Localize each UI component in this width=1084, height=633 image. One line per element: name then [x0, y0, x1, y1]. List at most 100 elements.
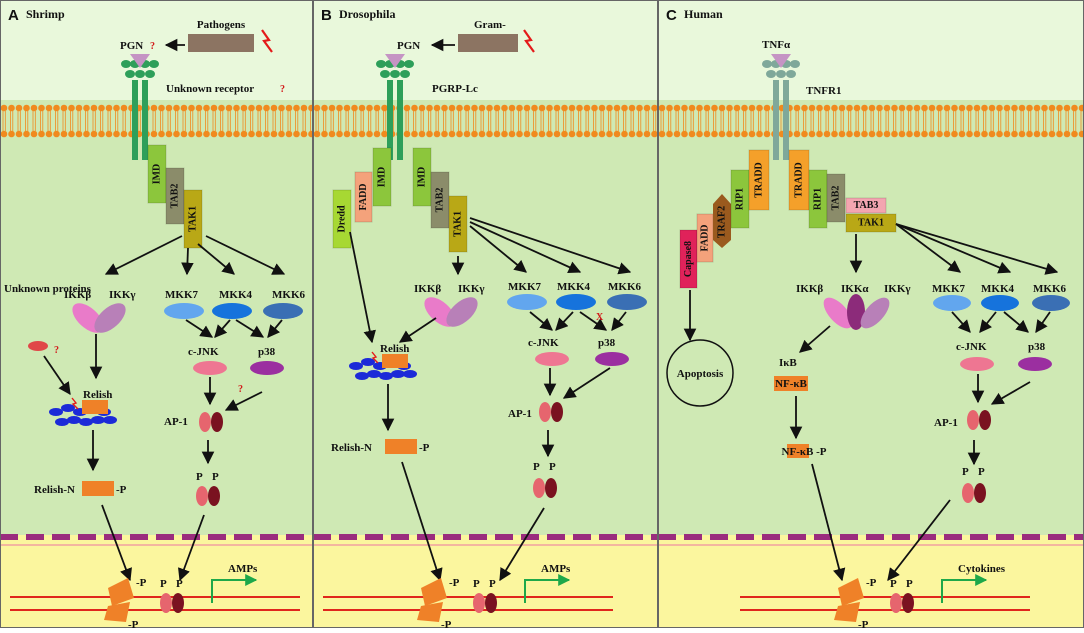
- tf-phospho-bottom: -P: [441, 619, 452, 628]
- lipid-head: [1011, 104, 1018, 112]
- ikkg-shape-b: [446, 297, 478, 327]
- lipid-head: [321, 130, 328, 138]
- lipid-head: [68, 104, 75, 112]
- lipid-head: [756, 104, 763, 112]
- mkk7c-to-jnk-arrow: [951, 311, 971, 333]
- lipid-head: [906, 130, 913, 138]
- tak1-to-mkk7-arrow: [181, 247, 194, 276]
- unknown-receptor-ecd2-1: [135, 70, 145, 78]
- lipid-head: [188, 130, 195, 138]
- apoptosis-label: Apoptosis: [677, 368, 724, 380]
- lipid-head: [598, 130, 606, 138]
- lipid-head: [463, 104, 471, 112]
- output-label: Cytokines: [958, 563, 1006, 575]
- lipid-head: [726, 130, 733, 138]
- tnfr1-ecd-0: [762, 60, 772, 68]
- lipid-head: [418, 130, 426, 138]
- lipid-head: [808, 130, 816, 138]
- lipid-head: [30, 130, 38, 138]
- relish-complex-cleave-mark: [71, 397, 79, 410]
- lipid-head: [493, 104, 501, 112]
- dredd-to-relish-arrow: [349, 231, 376, 344]
- lipid-head: [158, 130, 165, 138]
- lipid-head: [703, 130, 711, 138]
- cjnk-shape-c: [960, 357, 994, 371]
- lipid-head: [613, 130, 621, 138]
- lipid-head: [366, 104, 373, 112]
- lipid-head: [883, 104, 891, 112]
- lipid-head: [561, 130, 568, 138]
- ikk-to-ikb-arrow: [799, 325, 831, 353]
- lipid-head: [763, 130, 771, 138]
- pgrp-lc-label: PGRP-Lc: [432, 83, 478, 95]
- panel-1-cytoplasm: [313, 100, 658, 535]
- mkk4-label-b: MKK4: [557, 281, 590, 293]
- lipid-head: [591, 104, 598, 112]
- mkk4-label: MKK4: [219, 289, 252, 301]
- cjnk-label-b: c-JNK: [528, 337, 559, 349]
- lipid-head: [313, 130, 321, 138]
- pgrp-lc-tm-left: [387, 80, 393, 160]
- unknown-to-relish-arrow: [43, 355, 71, 396]
- tf-subunit-top: [421, 578, 447, 606]
- lipid-head: [270, 130, 278, 138]
- mkk4c-to-jnk-arrow: [979, 311, 997, 333]
- gramneg-label: Gram-: [474, 19, 506, 31]
- lipid-head: [756, 130, 763, 138]
- tradd-right-label: TRADD: [794, 162, 805, 198]
- lipid-head: [98, 130, 105, 138]
- lipid-head: [225, 104, 233, 112]
- lipid-head: [120, 130, 128, 138]
- tak1b-to-mkk7-arrow: [469, 225, 527, 273]
- lipid-head: [0, 130, 8, 138]
- lipid-head: [448, 104, 456, 112]
- pathogen-lightning: [261, 29, 273, 53]
- nfkb-p-label: NF-κB -P: [782, 446, 827, 458]
- lipid-head: [188, 104, 195, 112]
- transcription-arrow: [524, 574, 571, 603]
- lipid-head: [966, 130, 973, 138]
- tak1c-to-mkk6-arrow: [895, 223, 1059, 275]
- lipid-head: [651, 130, 658, 138]
- lipid-head: [658, 104, 666, 112]
- nuclear-ap1-a: [473, 593, 485, 613]
- lipid-head: [621, 130, 628, 138]
- lipid-head: [165, 130, 173, 138]
- tnfr1-tm-right: [783, 80, 789, 160]
- lipid-head: [643, 130, 651, 138]
- lipid-head: [158, 104, 165, 112]
- panel-0-plasma-membrane: [0, 104, 315, 138]
- p38-shape-b: [595, 352, 629, 366]
- tak1-b-label: TAK1: [453, 211, 464, 237]
- relish-complex-b-relish-body: [382, 354, 408, 368]
- lipid-head: [1063, 104, 1071, 112]
- lipid-head: [165, 104, 173, 112]
- lipid-head: [15, 104, 23, 112]
- ikkb-label-c: IKKβ: [796, 283, 823, 295]
- lipid-head: [643, 104, 651, 112]
- pap1b-p-right: P: [549, 461, 556, 473]
- lipid-head: [823, 104, 831, 112]
- ap1-label: AP-1: [164, 416, 188, 428]
- lipid-head: [403, 104, 411, 112]
- apoptosis-circle: [666, 339, 734, 407]
- pathogen-block: [188, 34, 254, 52]
- cjnk-shape-b: [535, 352, 569, 366]
- lipid-head: [793, 130, 801, 138]
- pgrp-lc-ecd-3: [404, 60, 414, 68]
- p38-shape: [250, 361, 284, 375]
- unknown-proteins-label: Unknown proteins: [4, 283, 92, 295]
- lipid-head: [928, 130, 936, 138]
- tnfr1-ecd2-2: [786, 70, 796, 78]
- lipid-head: [203, 104, 210, 112]
- lipid-head: [591, 130, 598, 138]
- lipid-head: [15, 130, 23, 138]
- tnfr1-ecd2-1: [776, 70, 786, 78]
- output-label: AMPs: [228, 563, 258, 575]
- transcription-arrow: [941, 574, 988, 603]
- panel-0-nucleus: [0, 535, 313, 628]
- lipid-head: [83, 130, 90, 138]
- lipid-head: [696, 104, 703, 112]
- dredd-label: Dredd: [337, 205, 348, 232]
- lipid-head: [426, 104, 433, 112]
